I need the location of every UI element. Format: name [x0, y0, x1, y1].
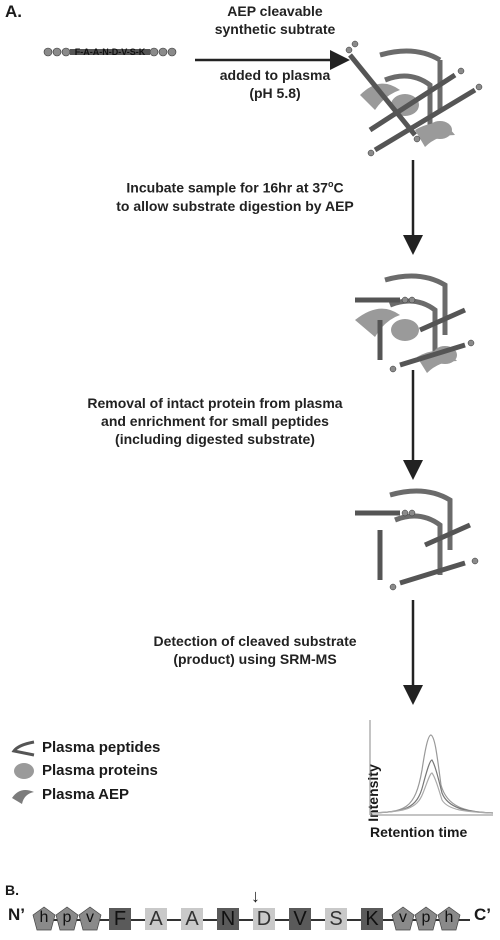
chart-xlabel: Retention time	[370, 824, 468, 840]
incubate-text: Incubate sample for 16hr at 37oC to allo…	[116, 179, 354, 214]
residue-lower_left-2: v	[78, 906, 102, 932]
residue-letter: p	[62, 909, 72, 926]
core-residue-1: A	[145, 908, 167, 930]
flow-arrows	[195, 50, 423, 705]
detection-text: Detection of cleaved substrate (product)…	[153, 633, 357, 667]
plasma-cluster-3	[355, 488, 479, 591]
substrate-bead-string: F-A-A-N-D-V-S-K	[43, 47, 177, 57]
residue-letter: h	[39, 909, 49, 926]
plasma-cluster-1	[345, 40, 483, 157]
svg-text:F-A-A-N-D-V-S-K: F-A-A-N-D-V-S-K	[75, 47, 146, 57]
panel-b-label: B.	[5, 882, 19, 898]
core-residue-4: D	[253, 908, 275, 930]
panel-a-label: A.	[5, 2, 22, 21]
core-residue-6: S	[325, 908, 347, 930]
aep-icon	[12, 790, 34, 804]
residue-lower_right-1: p	[414, 906, 438, 932]
residue-lower_right-2: h	[437, 906, 461, 932]
peptide-icon	[11, 740, 35, 757]
chromatogram	[369, 720, 494, 816]
residue-letter: p	[421, 909, 431, 926]
c-term-label: C’	[474, 905, 491, 924]
substrate-title: AEP cleavable synthetic subtrate	[214, 3, 336, 37]
core-residue-3: N	[217, 908, 239, 930]
cleavage-arrow: ↓	[251, 886, 260, 906]
core-residue-0: F	[109, 908, 131, 930]
core-residue-2: A	[181, 908, 203, 930]
residue-lower_right-0: v	[391, 906, 415, 932]
residue-lower_left-0: h	[32, 906, 56, 932]
residue-letter: h	[444, 909, 454, 926]
residue-letter: v	[86, 909, 94, 926]
removal-text: Removal of intact protein from plasma an…	[87, 395, 343, 447]
added-to-plasma-text: added to plasma (pH 5.8)	[219, 67, 331, 101]
plasma-cluster-2	[355, 273, 475, 373]
residue-lower_left-1: p	[55, 906, 79, 932]
core-residue-5: V	[289, 908, 311, 930]
n-term-label: N’	[8, 905, 25, 924]
residue-letter: v	[399, 909, 407, 926]
core-residue-7: K	[361, 908, 383, 930]
protein-icon	[14, 763, 34, 779]
